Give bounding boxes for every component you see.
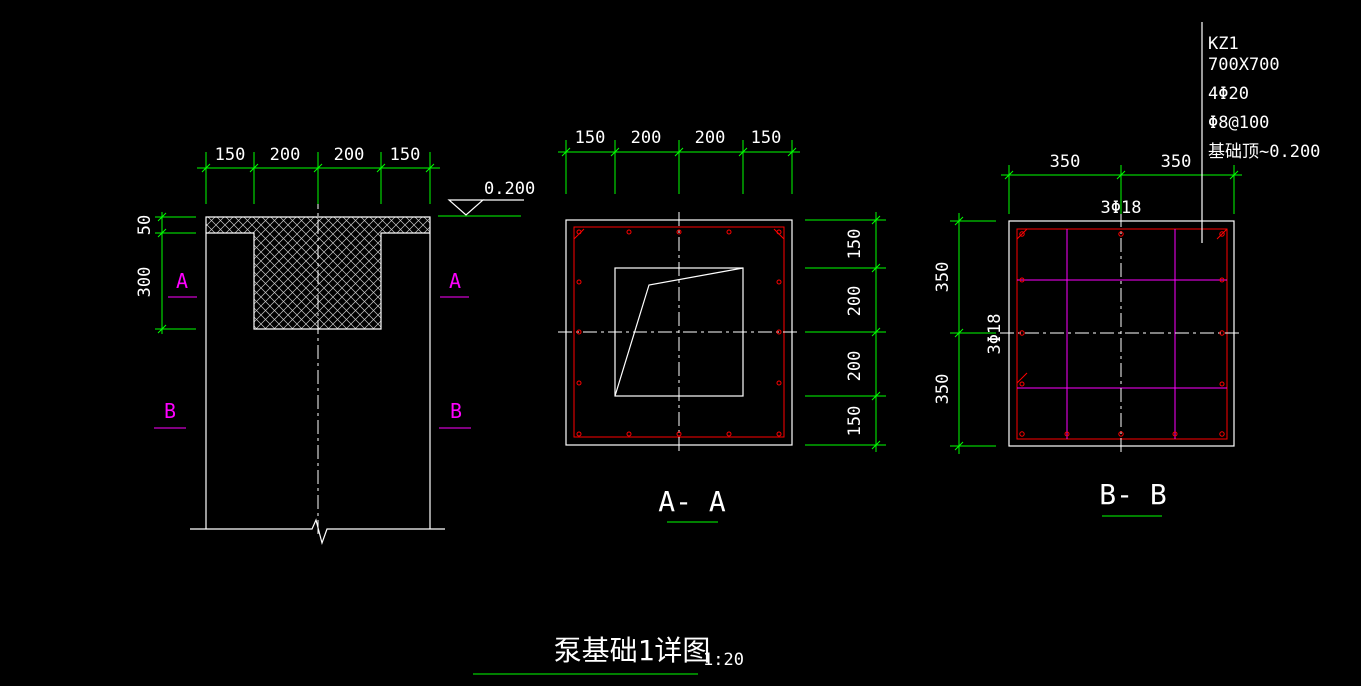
dim-text: 300 xyxy=(135,267,155,298)
aa-rebars xyxy=(573,228,785,437)
aa-right-dimensions: 150 200 200 150 xyxy=(805,212,886,452)
bb-rebars xyxy=(1016,228,1228,437)
bb-left-dimensions: 350 350 3Φ18 xyxy=(933,213,1005,454)
bb-top-dimensions: 350 350 3Φ18 xyxy=(1001,152,1242,218)
bb-title: B- B xyxy=(1099,478,1166,511)
break-line xyxy=(190,518,445,546)
dim-text: 200 xyxy=(270,145,301,165)
section-cut-markers: A A B B xyxy=(154,269,471,429)
dim-text: 150 xyxy=(575,128,606,148)
dim-text: 200 xyxy=(695,128,726,148)
dim-text: 150 xyxy=(215,145,246,165)
drawing-title-block: 泵基础1详图 1:20 xyxy=(473,634,744,675)
bb-ties xyxy=(1017,229,1227,439)
bb-stirrup xyxy=(1016,228,1228,440)
dim-text: 50 xyxy=(135,215,155,235)
drawing-scale: 1:20 xyxy=(703,650,744,670)
dim-text: 350 xyxy=(933,374,953,405)
elevation-top-dimensions: 150 200 200 150 xyxy=(197,145,440,204)
bb-side-rebar-label: 3Φ18 xyxy=(985,314,1005,355)
dim-text: 350 xyxy=(1050,152,1081,172)
cut-label-a-right: A xyxy=(449,269,461,293)
note-stirrup: Φ8@100 xyxy=(1208,113,1269,133)
dim-text: 150 xyxy=(751,128,782,148)
dim-text: 350 xyxy=(933,262,953,293)
section-bb-view: 350 350 3Φ18 350 350 3Φ18 B- B xyxy=(933,152,1242,517)
cut-label-a-left: A xyxy=(176,269,188,293)
bb-top-rebar-label: 3Φ18 xyxy=(1101,198,1142,218)
aa-break-lines xyxy=(614,267,744,397)
column-note: KZ1 700X700 4Φ20 Φ8@100 基础顶~0.200 xyxy=(1201,22,1320,243)
note-column-name: KZ1 xyxy=(1208,34,1239,54)
dim-text: 200 xyxy=(845,286,865,317)
dim-text: 200 xyxy=(334,145,365,165)
elevation-view: 150 200 200 150 50 300 0.200 A A xyxy=(135,145,535,546)
dim-text: 150 xyxy=(390,145,421,165)
note-main-bars: 4Φ20 xyxy=(1208,84,1249,104)
section-aa-view: 150 200 200 150 150 200 200 150 A- A xyxy=(558,128,886,523)
aa-top-dimensions: 150 200 200 150 xyxy=(558,128,800,194)
dim-text: 200 xyxy=(845,351,865,382)
dim-text: 150 xyxy=(845,406,865,437)
level-mark: 0.200 xyxy=(438,179,535,217)
cut-label-b-right: B xyxy=(450,399,462,423)
level-text: 0.200 xyxy=(484,179,535,199)
column-outline xyxy=(205,216,431,529)
dim-text: 150 xyxy=(845,229,865,260)
elevation-left-dimensions: 50 300 xyxy=(135,212,196,334)
cut-label-b-left: B xyxy=(164,399,176,423)
dim-text: 350 xyxy=(1161,152,1192,172)
aa-title: A- A xyxy=(658,485,726,518)
drawing-title: 泵基础1详图 xyxy=(554,634,711,667)
note-column-size: 700X700 xyxy=(1208,55,1280,75)
note-top-level: 基础顶~0.200 xyxy=(1208,142,1320,162)
dim-text: 200 xyxy=(631,128,662,148)
